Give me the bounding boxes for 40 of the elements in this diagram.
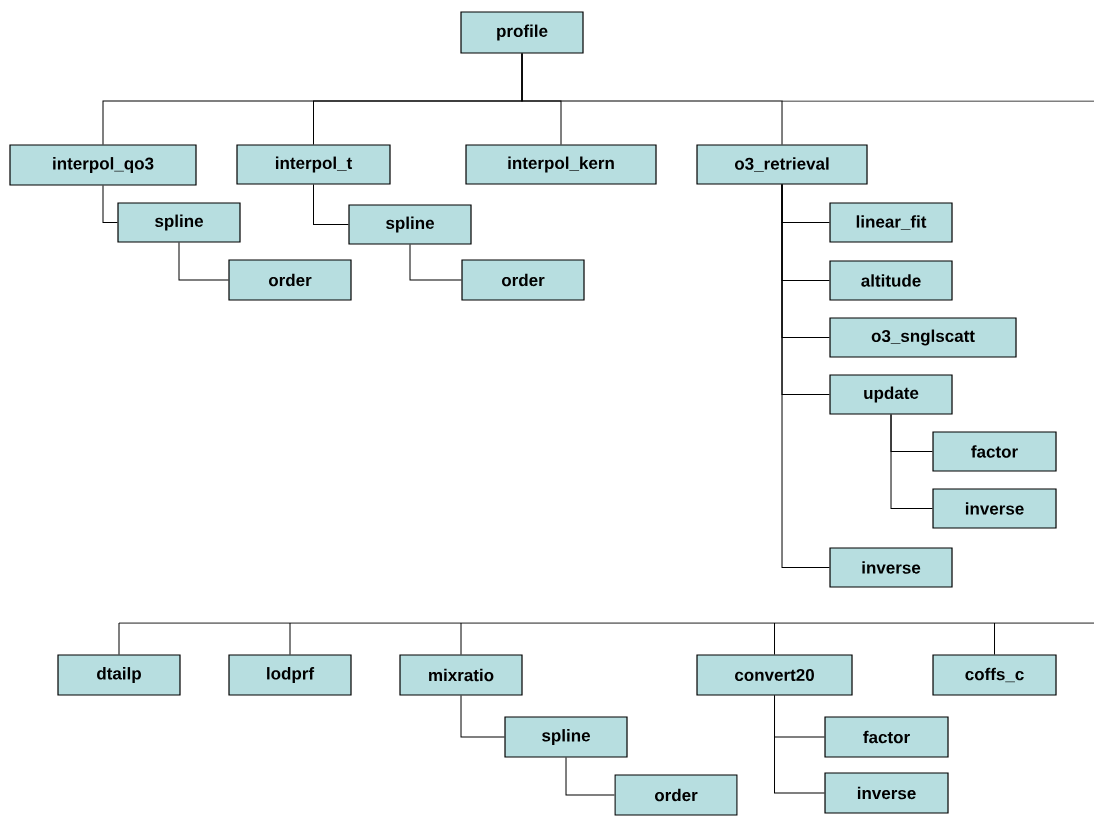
connector-line <box>178 242 229 281</box>
box: coffs_c <box>932 654 1057 696</box>
box: spline <box>117 202 241 243</box>
box: dtailp <box>57 654 181 696</box>
box: interpol_kern <box>465 144 657 185</box>
box: update <box>829 374 953 415</box>
box: lodprf <box>228 654 352 696</box>
box: o3_retrieval <box>696 144 868 185</box>
box: inverse <box>829 547 953 588</box>
connector-line <box>565 757 615 796</box>
box: spline <box>348 204 472 245</box>
connector-line <box>521 53 783 145</box>
box: linear_fit <box>829 202 953 243</box>
box: inverse <box>932 488 1057 529</box>
box: order <box>614 774 738 816</box>
box: inverse <box>824 772 949 814</box>
connector-line <box>118 622 120 655</box>
connector-line <box>409 244 462 281</box>
box: o3_snglscatt <box>829 317 1017 358</box>
box: factor <box>824 716 949 758</box>
box: factor <box>932 431 1057 472</box>
box: order <box>228 259 352 301</box>
box: altitude <box>829 260 953 301</box>
box: spline <box>504 716 628 758</box>
connector-line <box>774 695 825 794</box>
box: profile <box>460 11 584 54</box>
box: order <box>461 259 585 301</box>
connector-line <box>774 622 775 655</box>
box: interpol_t <box>236 144 391 185</box>
connector-line <box>781 184 830 568</box>
box: mixratio <box>399 654 523 696</box>
connector-line <box>994 622 995 655</box>
connector-line <box>460 695 505 738</box>
connector-line <box>289 622 291 655</box>
connector-line <box>102 185 118 223</box>
connector-line <box>313 184 349 225</box>
connector-line <box>890 414 933 509</box>
box: interpol_qo3 <box>9 144 197 186</box>
connector-line <box>460 622 462 655</box>
box: convert20 <box>696 654 853 696</box>
